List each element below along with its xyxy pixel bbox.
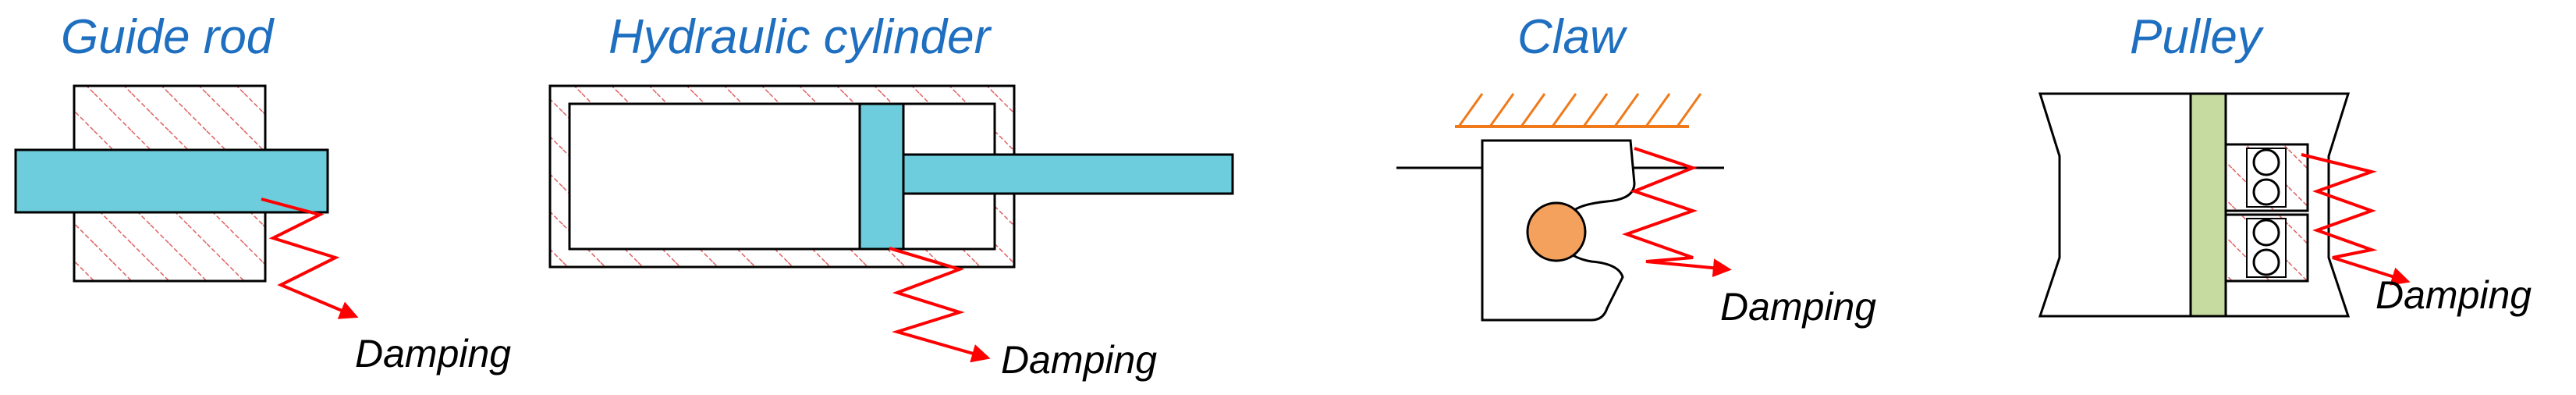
cylinder-piston-rod — [902, 153, 1234, 195]
pulley-shaft — [2189, 92, 2227, 318]
guide-rod-component: Guide rod Damping — [14, 10, 511, 375]
guide-rod-damping-spring — [261, 198, 359, 319]
claw-damping-label: Damping — [1720, 285, 1876, 329]
claw-ball — [1526, 201, 1587, 262]
pulley-title: Pulley — [2130, 10, 2265, 64]
claw-component: Claw Damping — [1396, 10, 1876, 329]
guide-rod-damping-label: Damping — [355, 332, 511, 375]
claw-title: Claw — [1517, 10, 1628, 64]
cylinder-piston — [858, 102, 905, 251]
pulley-bearing-top — [2224, 143, 2309, 212]
claw-ground-hatch — [1457, 93, 1702, 127]
pulley-damping-label: Damping — [2376, 273, 2532, 317]
hydraulic-cylinder-damping-label: Damping — [1001, 338, 1157, 382]
claw-damping-spring — [1621, 147, 1732, 278]
pulley-component: Pulley Damping — [2038, 10, 2532, 318]
hydraulic-cylinder-title: Hydraulic cylinder — [609, 10, 992, 64]
hydraulic-cylinder-component: Hydraulic cylinder Damping — [548, 10, 1234, 382]
pulley-damping-spring — [2301, 153, 2411, 286]
pulley-bearing-bottom — [2224, 213, 2309, 283]
guide-rod-title: Guide rod — [61, 10, 275, 64]
cylinder-damping-spring — [889, 247, 991, 363]
